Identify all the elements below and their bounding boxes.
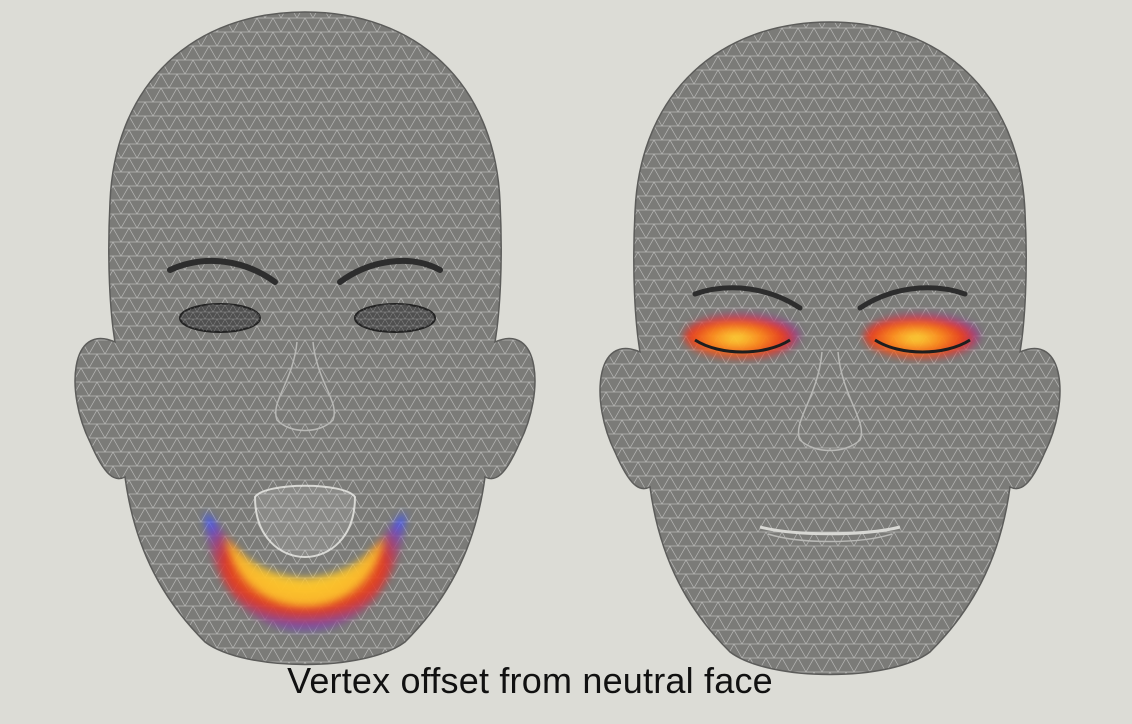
- open-mouth-face: [74, 11, 536, 666]
- right-eyebrow: [337, 257, 443, 285]
- closed-mouth: [759, 525, 901, 536]
- nose: [797, 351, 863, 452]
- left-closed-eye: [694, 338, 791, 354]
- left-eyebrow: [167, 257, 278, 285]
- right-closed-eye: [874, 338, 971, 354]
- left-eyebrow: [692, 285, 803, 311]
- nose: [275, 341, 335, 432]
- mouth-heatmap: [205, 512, 405, 631]
- right-eyebrow: [857, 285, 968, 311]
- closed-eyes-face: [599, 21, 1061, 676]
- figure-caption: Vertex offset from neutral face: [287, 660, 773, 701]
